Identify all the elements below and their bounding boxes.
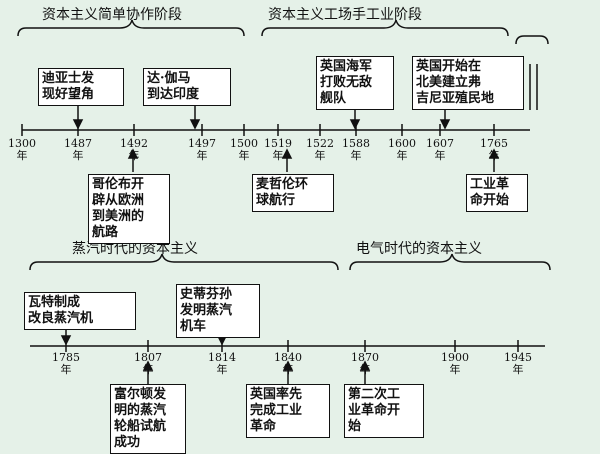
brace-steam (29, 253, 339, 271)
event-magellan-voyage: 麦哲伦环球航行 (252, 174, 334, 212)
event-armada-defeat: 英国海军打败无敌舰队 (316, 56, 394, 110)
brace-electric (349, 253, 551, 271)
event-columbus-route: 哥伦布开辟从欧洲到美洲的航路 (88, 174, 170, 244)
period-label-workshop: 资本主义工场手工业阶段 (268, 7, 422, 23)
event-industrial-revolution: 工业革命开始 (466, 174, 528, 212)
brace-workshop (261, 19, 509, 37)
event-britain-complete: 英国率先完成工业革命 (246, 384, 330, 438)
period-label-electric: 电气时代的资本主义 (356, 241, 482, 257)
event-stephenson-locomotive: 史蒂芬孙发明蒸汽机车 (176, 284, 260, 338)
brace-simple-cooperation (17, 19, 245, 37)
event-virginia-colony: 英国开始在北美建立弗吉尼亚殖民地 (412, 56, 524, 110)
event-gama-india: 达·伽马到达印度 (143, 68, 231, 106)
event-watt-steam-engine: 瓦特制成改良蒸汽机 (24, 292, 136, 330)
period-label-simple-cooperation: 资本主义简单协作阶段 (42, 7, 182, 23)
event-dias-cape: 迪亚士发现好望角 (38, 68, 124, 106)
brace-workshop-extra (515, 35, 549, 45)
event-second-industrial: 第二次工业革命开始 (344, 384, 424, 438)
period-label-steam: 蒸汽时代的资本主义 (72, 241, 198, 257)
event-fulton-steamboat: 富尔顿发明的蒸汽轮船试航成功 (110, 384, 186, 454)
